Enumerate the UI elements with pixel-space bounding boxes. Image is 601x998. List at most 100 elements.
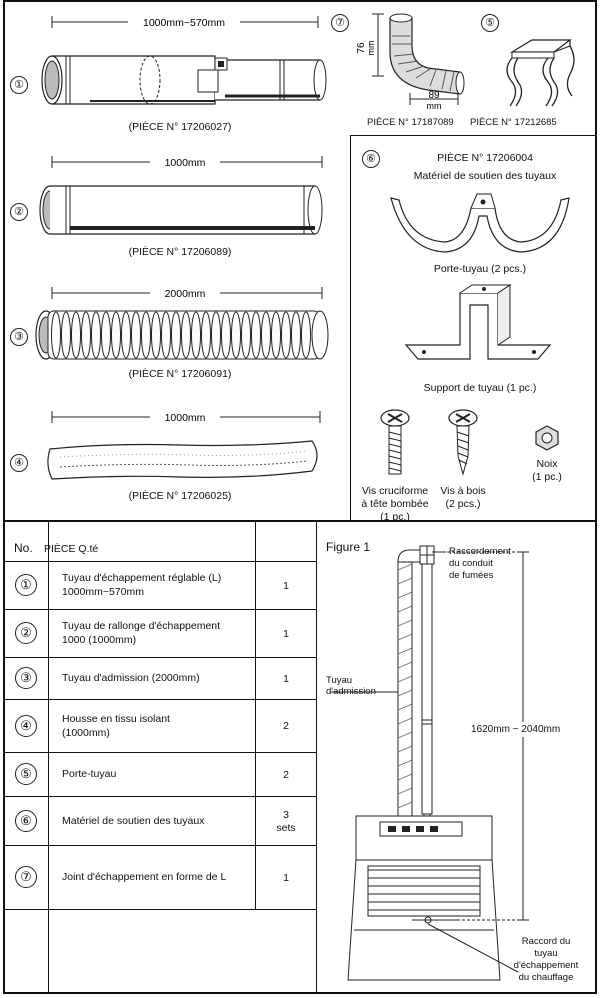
table-row-description: Tuyau d'échappement réglable (L) [62,572,222,584]
corrugation-ridge [241,311,251,359]
corrugation-ridge [271,311,281,359]
part-2-dimension: 1000mm [165,157,206,169]
flue-connection-label-2: du conduit [449,558,493,569]
part-1-dimension: 1000mm~570mm [143,17,225,29]
part-6-title: Matériel de soutien des tuyaux [413,170,557,182]
corrugation-ridge [81,311,91,359]
pan-head-screw-label-1: Vis cruciforme [361,485,429,497]
part-1-number: ① [10,76,28,94]
table-row-quantity: 1 [283,871,289,884]
l-shaped-exhaust-joint-drawing: 76 mm 89 mm [356,13,465,111]
elbow-width-unit: mm [427,101,442,111]
corrugation-ridge [231,311,241,359]
nut-label-1: Noix [536,458,558,470]
elbow-height-dimension: 76 [356,42,367,54]
corrugation-ridge [221,311,231,359]
table-row-quantity: 1 [283,579,289,592]
heater-connection-label-1: Raccord du [521,936,571,947]
corrugation-ridge [251,311,261,359]
table-row-divider [3,796,317,797]
exhaust-extension-pipe-drawing: 1000mm [39,155,323,235]
part-5-piece-number: PIÈCE N° 17212685 [470,117,557,128]
wood-screw-drawing [448,409,478,476]
table-row-quantity: 1 [283,627,289,640]
table-row-quantity: 2 [283,720,289,732]
corrugation-ridge [131,311,141,359]
pipe-holder-clip-drawing [506,39,575,107]
part-2-number: ② [10,203,28,221]
table-row-quantity: 1 [283,672,289,685]
nut-label-2: (1 pc.) [532,471,562,483]
table-row-divider [3,657,317,658]
pipe-holder-label: Porte-tuyau (2 pcs.) [433,263,527,275]
insulating-cover-drawing: 1000mm [47,410,321,480]
section-divider [3,520,597,522]
flue-connection-label-3: de fumées [449,570,494,581]
corrugation-ridge [261,311,271,359]
pipe-support-label: Support de tuyau (1 pc.) [423,382,537,394]
corrugation-ridge [181,311,191,359]
corrugation-ridge [51,311,61,359]
heater-connection-label-2: tuyau [534,948,558,959]
table-row-number: ③ [15,667,37,689]
corrugation-ridge [191,311,201,359]
table-row-description: (1000mm) [62,726,110,739]
part-3-dimension: 2000mm [165,288,206,300]
part-7-number: ⑦ [331,14,349,32]
part-3-piece-number: (PIÈCE N° 17206091) [128,368,232,380]
table-row-description: 1000mm~570mm [62,586,144,598]
heater-connection-label-3: d'échappement [513,960,579,971]
pan-head-screw-drawing [380,409,410,475]
corrugation-ridge [111,311,121,359]
table-row-number: ⑦ [15,866,37,888]
part-6-number: ⑥ [362,150,380,168]
corrugation-ridge [161,311,171,359]
table-right-line [316,522,317,994]
flue-connection-label-1: Raccordement [449,546,511,557]
part-4-dimension: 1000mm [165,412,206,424]
pan-head-screw-label-2: à tête bombée [361,498,429,510]
pan-head-screw-label-3: (1 pc.) [380,511,410,523]
adjustable-exhaust-pipe-drawing: 1000mm~570mm [41,15,327,105]
table-row-divider [3,699,317,700]
corrugation-ridge [121,311,131,359]
intake-pipe-label-2: d'admission [326,686,376,697]
table-header-piece: PIÈCE Q.té [44,543,99,555]
table-row-description: Joint d'échappement en forme de L [62,871,227,883]
table-row-description: 1000 (1000mm) [62,634,137,646]
elbow-width-dimension: 89 [428,90,440,101]
wood-screw-label-2: (2 pcs.) [445,498,481,510]
table-row-divider [3,609,317,610]
support-box-top [350,135,597,136]
height-dimension-label: 1620mm ~ 2040mm [471,722,561,737]
part-5-number: ⑤ [481,14,499,32]
table-col-line-2 [255,522,256,909]
table-row-description: Tuyau d'admission (2000mm) [62,672,200,684]
nut-drawing [535,425,559,451]
pipe-support-bracket-drawing [404,284,552,360]
table-row-number: ① [15,574,37,596]
page-frame [3,0,597,994]
table-row-divider [3,561,317,562]
intake-pipe-drawing: 2000mm [35,286,329,360]
corrugation-ridge [171,311,181,359]
wood-screw-label-1: Vis à bois [440,485,486,497]
corrugation-ridge [91,311,101,359]
column-divider [350,135,351,520]
corrugation-ridge [61,311,71,359]
part-6-piece-number: PIÈCE N° 17206004 [437,152,533,164]
table-row-quantity: sets [276,821,296,834]
table-row-description: Porte-tuyau [62,768,117,780]
table-row-divider [3,752,317,753]
corrugation-ridge [101,311,111,359]
part-3-number: ③ [10,328,28,346]
table-header-no: No. [14,541,33,555]
heater-connection-label-4: du chauffage [518,972,574,983]
table-col-line-1 [48,522,49,994]
pipe-holder-drawing [390,193,570,253]
part-1-piece-number: (PIÈCE N° 17206027) [128,121,232,133]
table-row-description: Housse en tissu isolant [62,712,170,725]
corrugation-ridge [281,311,291,359]
corrugation-ridge [141,311,151,359]
corrugation-ridge [71,311,81,359]
